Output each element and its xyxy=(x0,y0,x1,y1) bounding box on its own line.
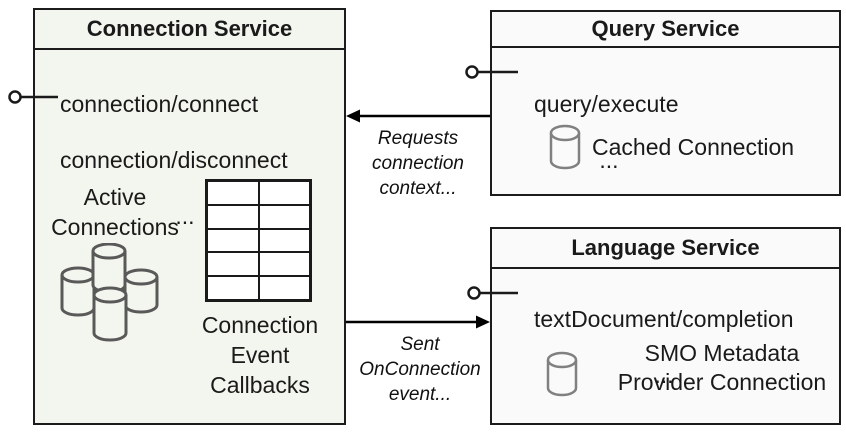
query-service-box: Query Service query/execute ... Cached C… xyxy=(490,10,841,196)
connection-event-callbacks-label: Connection Event Callbacks xyxy=(201,312,319,398)
query-service-methods: query/execute ... xyxy=(534,62,684,202)
connection-service-methods: connection/connect connection/disconnect… xyxy=(60,62,310,258)
methods-ellipsis: ... xyxy=(175,203,195,229)
language-service-methods: textDocument/completion ... xyxy=(534,277,794,417)
cached-connection-label: Cached Connection xyxy=(592,134,795,160)
callbacks-grid-icon xyxy=(205,179,312,302)
grid-cell xyxy=(258,252,310,277)
method-query-execute: query/execute xyxy=(534,91,679,117)
methods-ellipsis: ... xyxy=(599,147,619,173)
grid-cell xyxy=(207,181,259,205)
language-service-title: Language Service xyxy=(492,229,839,269)
grid-cell xyxy=(207,276,259,300)
sent-onconnection-event-arrow xyxy=(346,315,490,329)
database-icon xyxy=(546,351,578,397)
grid-cell xyxy=(207,252,259,277)
methods-ellipsis: ... xyxy=(654,362,674,388)
method-connection-connect: connection/connect xyxy=(60,91,259,117)
database-cluster-icon xyxy=(60,243,159,342)
grid-cell xyxy=(258,204,310,229)
query-service-title: Query Service xyxy=(492,12,839,48)
connection-service-box: Connection Service connection/connect co… xyxy=(33,8,346,425)
method-connection-disconnect: connection/disconnect xyxy=(60,147,288,173)
grid-cell xyxy=(207,204,259,229)
smo-metadata-provider-label: SMO Metadata Provider Connection xyxy=(617,340,827,395)
grid-cell xyxy=(258,228,310,253)
requests-connection-context-arrow xyxy=(346,109,490,123)
onconnection-arrow-label: Sent OnConnection event... xyxy=(359,334,481,405)
grid-cell xyxy=(258,181,310,205)
language-service-box: Language Service textDocument/completion… xyxy=(490,227,841,425)
connection-service-title: Connection Service xyxy=(35,10,344,50)
grid-cell xyxy=(207,228,259,253)
grid-cell xyxy=(258,276,310,300)
requests-arrow-label: Requests connection context... xyxy=(372,128,464,199)
method-textdocument-completion: textDocument/completion xyxy=(534,306,794,332)
database-icon xyxy=(549,124,581,170)
active-connections-label: Active Connections xyxy=(51,184,179,240)
